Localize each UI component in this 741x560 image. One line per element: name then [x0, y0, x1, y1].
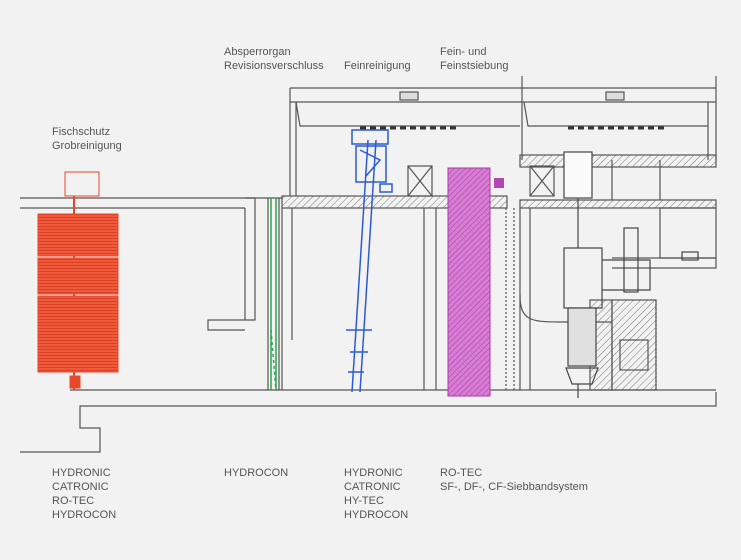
label-fischschutz: Fischschutz Grobreinigung [52, 125, 122, 153]
fischschutz-rack [37, 171, 119, 390]
label-siebung: Fein- und Feinstsiebung [440, 45, 509, 73]
product-item: HY-TEC [344, 495, 384, 507]
label-siebung-line1: Fein- und [440, 46, 487, 58]
label-absperrorgan-line2: Revisionsverschluss [224, 60, 324, 72]
left-pillar [207, 197, 256, 331]
pump-unit [563, 151, 699, 398]
product-item: SF-, DF-, CF-Siebbandsystem [440, 481, 588, 493]
right-chamber [659, 207, 717, 259]
product-item: HYDROCON [52, 509, 117, 521]
label-absperrorgan: Absperrorgan Revisionsverschluss [224, 45, 324, 73]
product-item: HYDROCON [224, 467, 289, 479]
product-item: CATRONIC [344, 481, 401, 493]
products-col1: HYDRONIC CATRONIC RO-TEC HYDROCON [52, 466, 116, 522]
label-absperrorgan-line1: Absperrorgan [224, 46, 291, 58]
crane-trolley [399, 91, 419, 101]
product-item: HYDRONIC [344, 467, 403, 479]
product-item: CATRONIC [52, 481, 109, 493]
label-fischschutz-line2: Grobreinigung [52, 140, 122, 152]
label-feinreinigung-line1: Feinreinigung [344, 60, 411, 72]
purple-band-screen [447, 167, 491, 397]
red-rack-panel [37, 213, 119, 257]
product-item: RO-TEC [440, 467, 483, 479]
product-item: RO-TEC [52, 495, 95, 507]
products-col2: HYDROCON [224, 466, 288, 480]
red-rack-panel [37, 295, 119, 373]
product-item: HYDRONIC [52, 467, 111, 479]
inlet-lower-wall [20, 392, 717, 453]
absperrorgan-gate [270, 198, 277, 391]
feinreinigung-screen [346, 129, 393, 393]
product-item: HYDROCON [344, 509, 409, 521]
products-col4: RO-TEC SF-, DF-, CF-Siebbandsystem [440, 466, 588, 494]
siebung-screen [447, 167, 504, 397]
label-siebung-line2: Feinstsiebung [440, 60, 509, 72]
red-rack-panel [37, 257, 119, 295]
label-feinreinigung: Feinreinigung [344, 59, 411, 73]
products-col3: HYDRONIC CATRONIC HY-TEC HYDROCON [344, 466, 408, 522]
label-fischschutz-line1: Fischschutz [52, 126, 111, 138]
building-roof [290, 87, 716, 103]
crane-trolley [605, 91, 625, 101]
